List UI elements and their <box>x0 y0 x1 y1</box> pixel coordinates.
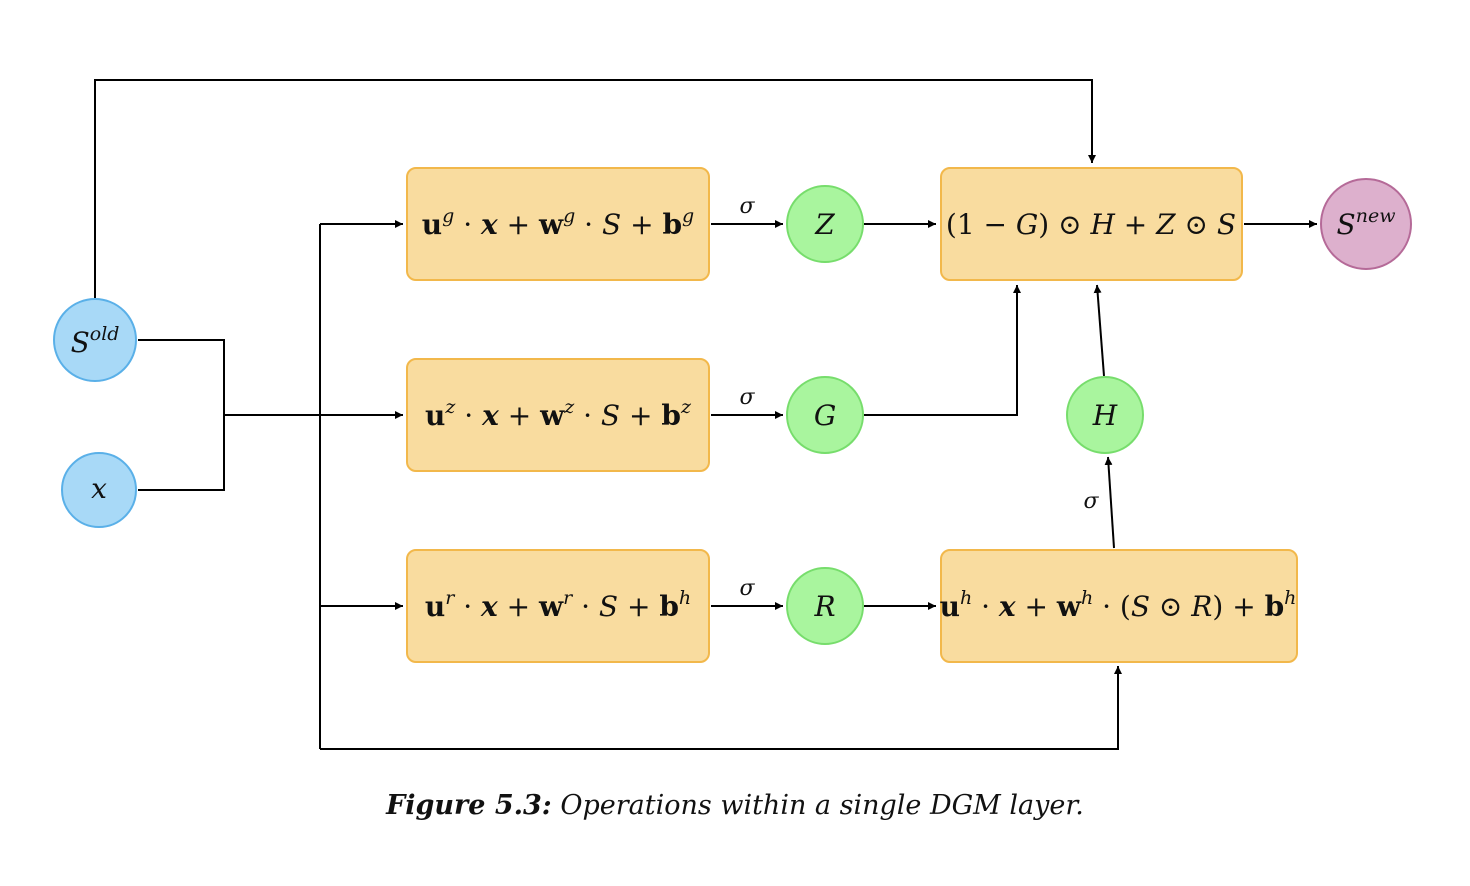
node-s-old-label: Sold <box>71 323 120 359</box>
node-x: x <box>61 452 137 528</box>
edge-x-to-junction <box>138 415 225 491</box>
sigma-label-g: σ <box>739 194 755 219</box>
edge-sold-to-junction <box>138 339 225 415</box>
box-gate-g-label: ug · x + wg · S + bg <box>422 205 694 241</box>
node-h: H <box>1066 376 1144 454</box>
box-gate-z: uz · x + wz · S + bz <box>406 358 710 472</box>
node-s-new-label: Snew <box>1337 205 1396 241</box>
node-s-old: Sold <box>53 298 137 382</box>
figure-caption-label: Figure 5.3: <box>386 790 552 821</box>
sigma-label-h: σ <box>1083 489 1099 514</box>
edge-bus-to-h-box <box>320 666 1122 750</box>
node-h-label: H <box>1092 399 1118 432</box>
box-gate-r: ur · x + wr · S + bh <box>406 549 710 663</box>
figure-caption-text: Operations within a single DGM layer. <box>560 790 1084 821</box>
edge-sold-to-update <box>94 79 1096 298</box>
node-s-new: Snew <box>1320 178 1412 270</box>
box-update: (1 − G) ⊙ H + Z ⊙ S <box>940 167 1243 281</box>
figure-caption: Figure 5.3: Operations within a single D… <box>0 790 1470 821</box>
node-g: G <box>786 376 864 454</box>
edge-g-to-update <box>864 285 1021 416</box>
edge-h-to-update <box>1093 284 1105 377</box>
edge-h-box-to-h <box>1104 456 1115 549</box>
box-gate-r-label: ur · x + wr · S + bh <box>425 587 691 623</box>
sigma-label-r: σ <box>739 576 755 601</box>
node-z: Z <box>786 185 864 263</box>
sigma-labels: σ σ σ σ <box>739 194 1099 601</box>
node-x-label: x <box>91 472 107 505</box>
node-z-label: Z <box>814 208 835 241</box>
box-gate-h: uh · x + wh · (S ⊙ R) + bh <box>940 549 1298 663</box>
edges <box>94 79 1317 750</box>
node-r-label: R <box>813 590 835 623</box>
sigma-label-z: σ <box>739 385 755 410</box>
node-g-label: G <box>814 399 836 432</box>
box-gate-z-label: uz · x + wz · S + bz <box>425 396 692 432</box>
box-gate-h-label: uh · x + wh · (S ⊙ R) + bh <box>940 587 1297 623</box>
box-update-label: (1 − G) ⊙ H + Z ⊙ S <box>946 208 1236 241</box>
box-gate-g: ug · x + wg · S + bg <box>406 167 710 281</box>
node-r: R <box>786 567 864 645</box>
